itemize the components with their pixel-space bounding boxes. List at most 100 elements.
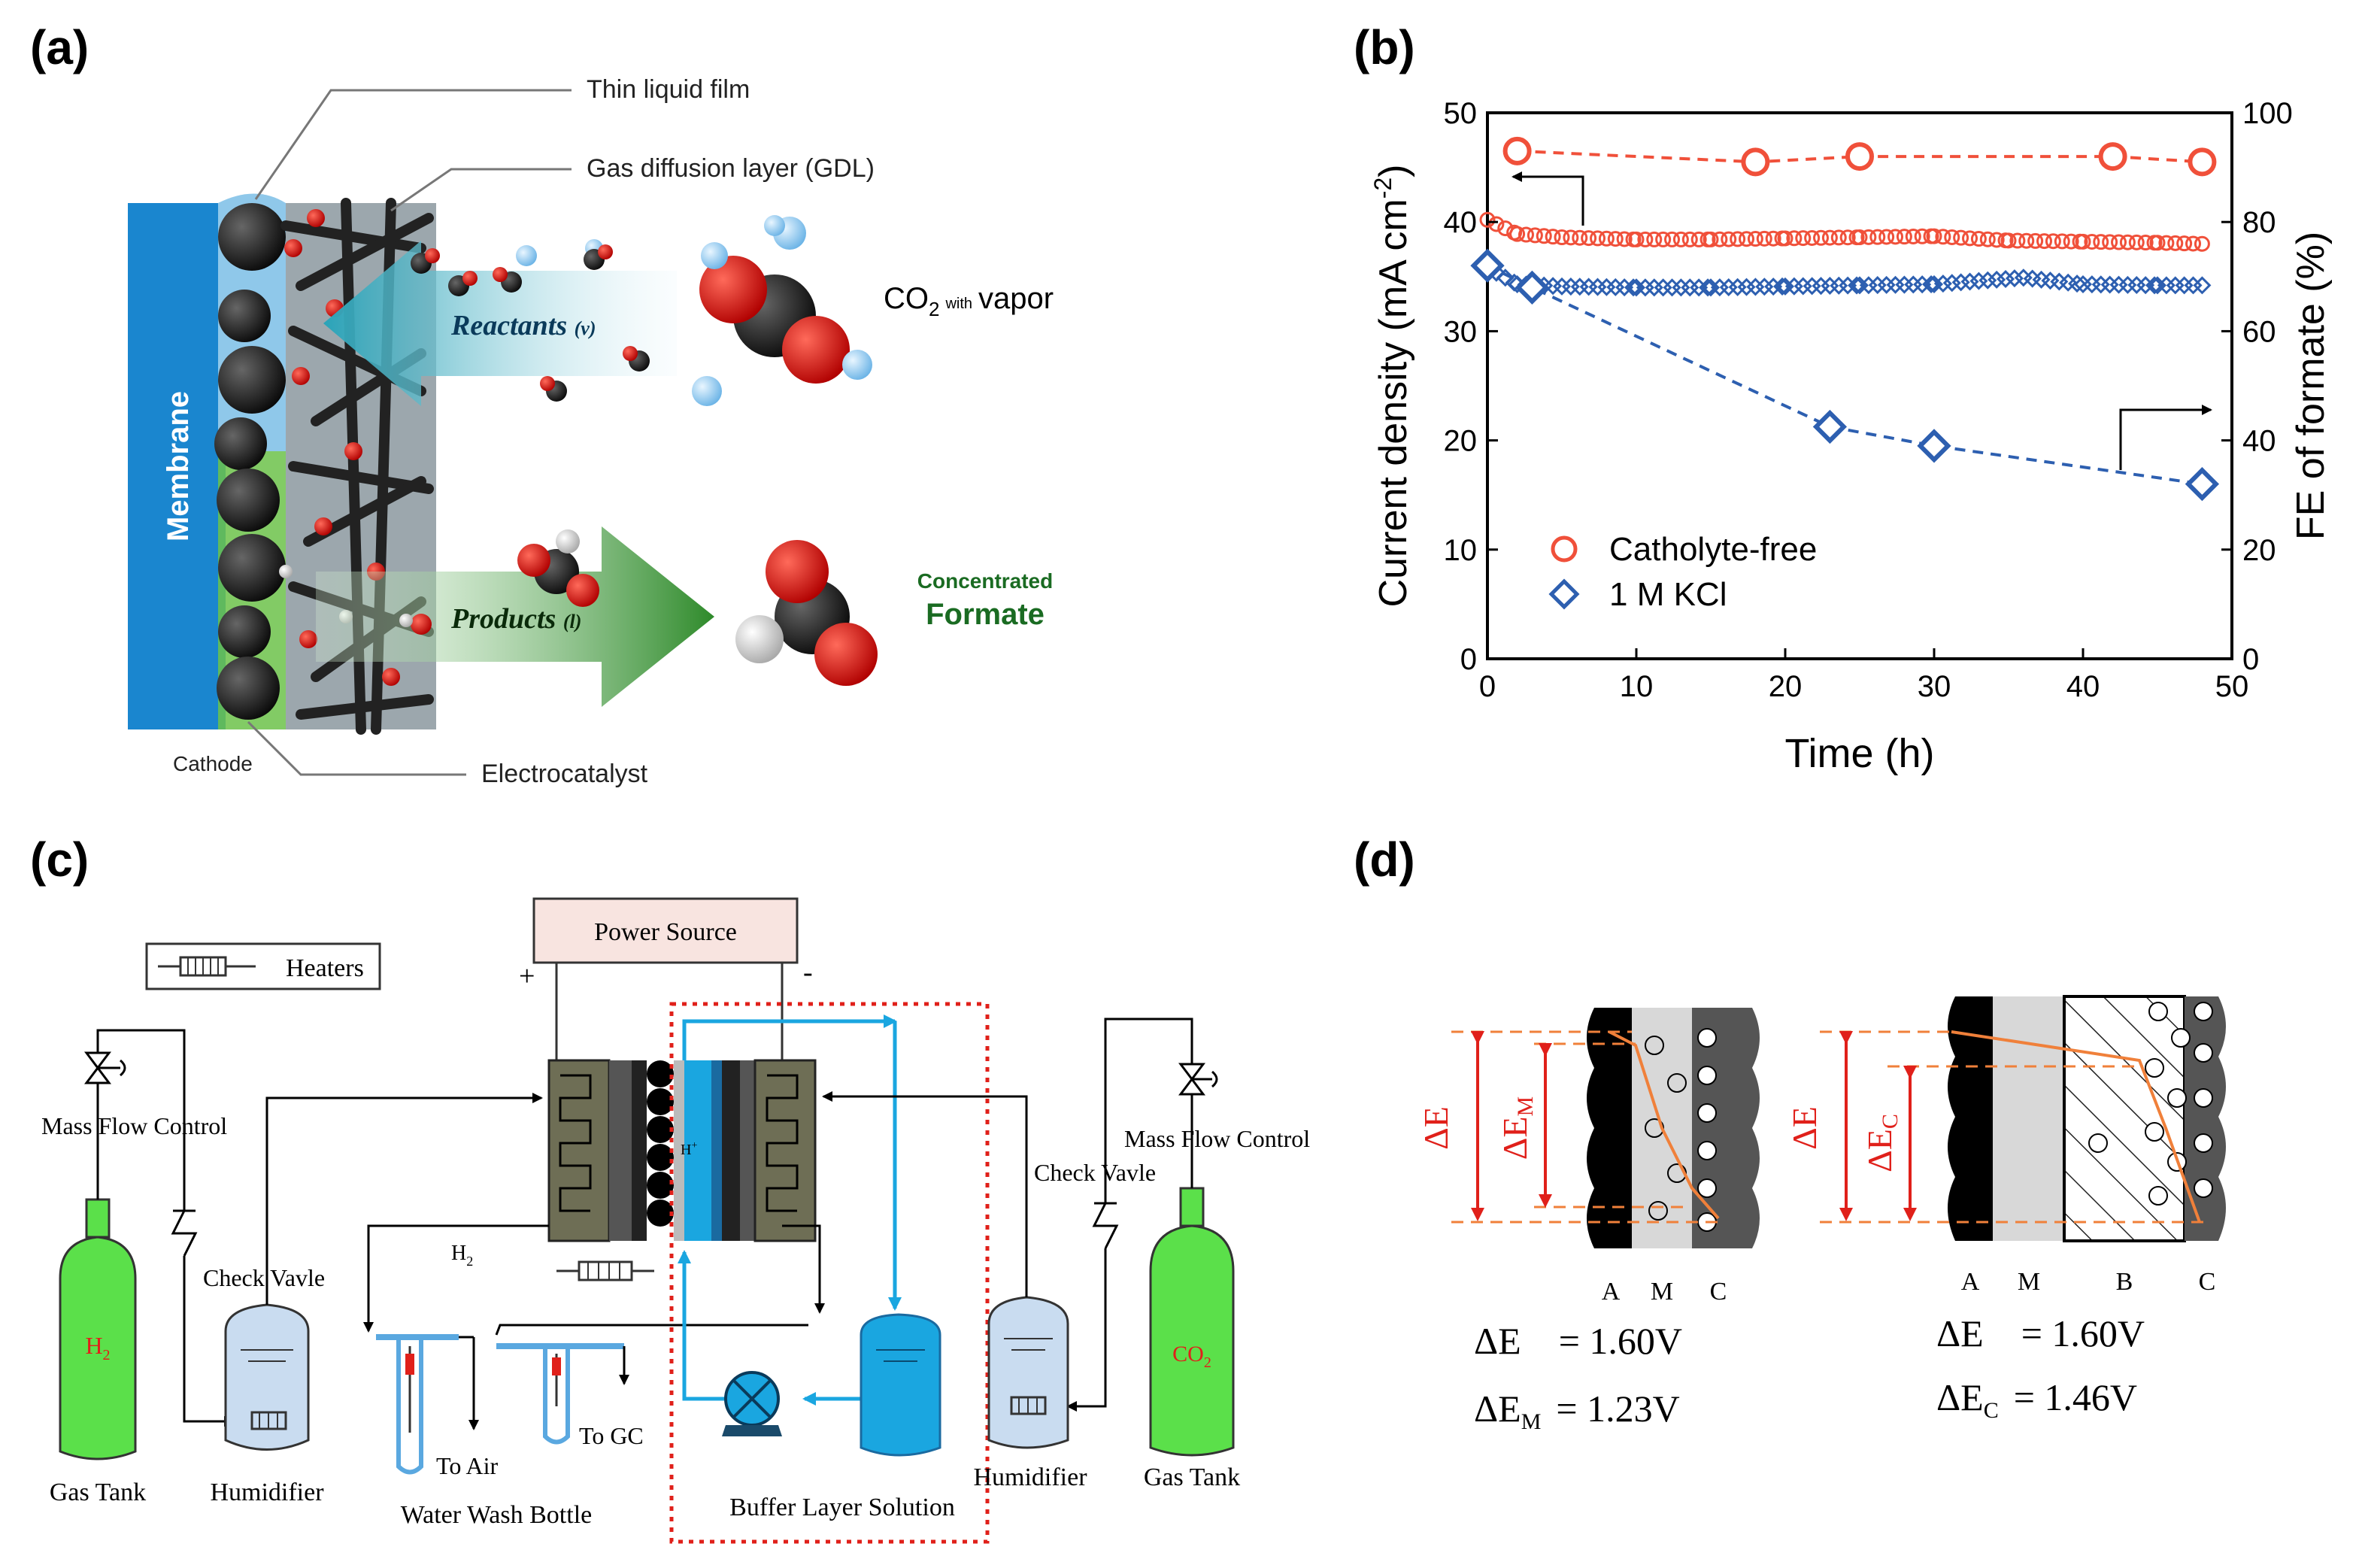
- humidifier-right-label: Humidifier: [973, 1463, 1087, 1491]
- product-molecule-small: [399, 529, 599, 635]
- series-1-point-85: [2193, 276, 2212, 295]
- legend: Catholyte-free 1 M KCl: [1548, 531, 1817, 613]
- series-0-point-32: [1747, 231, 1763, 247]
- electrolyzer-cell: [547, 1059, 817, 1242]
- x-tick-label-10: 10: [1620, 670, 1654, 703]
- x-tick-label-40: 40: [2066, 670, 2100, 703]
- series-0-point-12: [1581, 230, 1597, 247]
- series-0-point-65: [2018, 232, 2035, 249]
- series-3-point-0: [1470, 248, 1505, 283]
- buffer-solution-label: Buffer Layer Solution: [729, 1494, 955, 1521]
- series-0-point-0: [1479, 211, 1496, 228]
- series-0-point-61: [1988, 232, 2005, 248]
- panel-d: (d): [1354, 833, 2226, 1434]
- series-0-point-19: [1637, 231, 1654, 247]
- mfc-valve-right: [1178, 1063, 1218, 1096]
- left-layer-m: M: [1651, 1278, 1673, 1306]
- products-label: Products (l): [450, 603, 581, 635]
- series-0-point-47: [1869, 229, 1886, 245]
- y-left-tick-label-10: 10: [1444, 534, 1478, 567]
- right-layer-m: M: [2018, 1268, 2040, 1296]
- series-0-point-86: [2194, 235, 2210, 252]
- series-1-small-diamonds: [1478, 259, 2212, 297]
- thin-liquid-film-label: Thin liquid film: [587, 75, 750, 104]
- series-0-point-27: [1703, 231, 1719, 247]
- plot-frame: [1486, 111, 2233, 660]
- y-left-tick-label-50: 50: [1444, 97, 1478, 130]
- water-wash-label: Water Wash Bottle: [401, 1501, 593, 1529]
- series-3-point-2: [1812, 409, 1848, 444]
- y-right-tick-label-100: 100: [2242, 97, 2293, 130]
- series-0-point-43: [1839, 229, 1856, 246]
- series-0-point-24: [1681, 231, 1698, 247]
- series-1-point-44: [1848, 276, 1866, 295]
- series-0-point-74: [2093, 234, 2109, 250]
- water-wash-bottle-1: [376, 1334, 479, 1475]
- right-eq2: ΔEC= 1.46V: [1936, 1376, 2137, 1423]
- series-0-point-23: [1672, 231, 1689, 247]
- chart-marks: [1470, 136, 2220, 502]
- x-tick-label-30: 30: [1918, 670, 1951, 703]
- legend-label-catholyte-free: Catholyte-free: [1609, 531, 1817, 568]
- series-0-point-59: [1970, 231, 1987, 247]
- left-eq2: ΔEM= 1.23V: [1474, 1388, 1680, 1434]
- series-0-point-9: [1554, 229, 1570, 246]
- panel-c: (c) Power Source + - Heaters: [30, 833, 1310, 1544]
- left-delta-e-label: ΔE: [1417, 1106, 1455, 1150]
- right-axis-pointer: [2119, 405, 2212, 470]
- series-0-point-20: [1646, 231, 1663, 247]
- series-0-point-63: [2000, 232, 2017, 249]
- reactants-arrow: [323, 241, 677, 406]
- concentrated-label: Concentrated: [917, 569, 1053, 593]
- membrane-label: Membrane: [162, 391, 195, 541]
- to-gc-label: To GC: [579, 1422, 644, 1449]
- series-3-point-4: [2185, 467, 2220, 502]
- series-0-point-68: [2045, 233, 2061, 250]
- series-0-point-16: [1616, 231, 1633, 247]
- series-0-point-29: [1721, 231, 1737, 247]
- y-left-tick-label-30: 30: [1444, 315, 1478, 348]
- series-2-point-3: [2098, 142, 2127, 171]
- gas-tank-right-label: Gas Tank: [1144, 1463, 1240, 1491]
- power-source-label: Power Source: [594, 918, 737, 946]
- series-0-point-82: [2158, 235, 2175, 251]
- mfc-left-label: Mass Flow Control: [41, 1112, 227, 1139]
- h2-tank-label: H2: [85, 1332, 110, 1363]
- series-0-small-circles: [1479, 211, 2210, 252]
- right-layer-c: C: [2199, 1268, 2216, 1296]
- series-0-point-39: [1804, 229, 1821, 246]
- gdl-leader-line: [390, 168, 572, 212]
- y-right-tick-label-20: 20: [2242, 534, 2276, 567]
- series-0-point-76: [2111, 234, 2127, 250]
- circulation-pump: [722, 1371, 782, 1436]
- h2-gas-tank: [59, 1198, 137, 1460]
- right-layer-a: A: [1961, 1268, 1980, 1296]
- series-0-point-56: [1944, 229, 1960, 245]
- series-2-point-1: [1741, 147, 1770, 177]
- series-1-point-35: [1773, 277, 1792, 296]
- series-0-point-11: [1572, 229, 1588, 246]
- left-delta-em-label: ΔEM: [1496, 1096, 1538, 1160]
- series-0-point-81: [2149, 235, 2166, 251]
- series-0-point-30: [1730, 231, 1746, 247]
- series-0-point-84: [2176, 235, 2193, 252]
- right-eq1: ΔE= 1.60V: [1936, 1312, 2145, 1354]
- formate-label: Formate: [926, 598, 1045, 631]
- series-0-point-55: [1935, 229, 1951, 245]
- mfc-valve-left: [84, 1051, 126, 1084]
- x-tick-label-50: 50: [2215, 670, 2249, 703]
- check-valve-right: [1092, 1202, 1119, 1249]
- check-valve-left: [171, 1209, 198, 1257]
- series-0-point-79: [2137, 235, 2154, 251]
- x-tick-label-0: 0: [1479, 670, 1496, 703]
- electrocatalyst-leader-line: [247, 720, 466, 776]
- to-air-label: To Air: [436, 1452, 499, 1479]
- series-0-point-46: [1860, 229, 1877, 245]
- legend-marker-kcl: [1548, 578, 1580, 610]
- mfc-right-label: Mass Flow Control: [1124, 1125, 1310, 1152]
- series-0-point-7: [1536, 228, 1552, 244]
- series-0-point-78: [2128, 234, 2145, 250]
- left-axis-pointer: [1511, 171, 1584, 226]
